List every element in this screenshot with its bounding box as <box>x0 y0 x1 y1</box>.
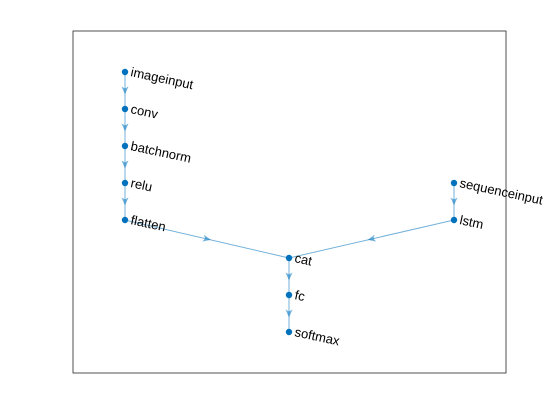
edge-arrow-lstm-to-cat <box>367 234 377 242</box>
edge-arrow-cat-to-fc <box>285 272 293 281</box>
node-label-lstm: lstm <box>458 212 484 232</box>
edge-arrow-batchnorm-to-relu <box>121 160 129 169</box>
graph-edges <box>121 72 458 332</box>
edge-arrow-flatten-to-cat <box>202 234 211 242</box>
node-lstm <box>450 216 458 224</box>
node-relu <box>121 179 129 187</box>
node-flatten <box>121 216 129 224</box>
node-label-relu: relu <box>129 175 153 194</box>
edge-arrow-imageinput-to-conv <box>121 86 129 95</box>
graph-nodes <box>121 68 458 336</box>
edge-arrow-conv-to-batchnorm <box>121 123 129 132</box>
node-batchnorm <box>121 142 129 150</box>
node-label-conv: conv <box>129 101 159 121</box>
edge-arrow-fc-to-softmax <box>285 309 293 318</box>
node-label-cat: cat <box>293 250 313 268</box>
node-fc <box>285 291 293 299</box>
node-conv <box>121 105 129 113</box>
node-sequenceinput <box>450 179 458 187</box>
node-softmax <box>285 328 293 336</box>
node-imageinput <box>121 68 129 76</box>
node-cat <box>285 254 293 262</box>
edge-arrow-relu-to-flatten <box>121 197 129 206</box>
node-label-fc: fc <box>293 287 306 304</box>
node-label-flatten: flatten <box>129 212 167 234</box>
edge-arrow-sequenceinput-to-lstm <box>450 197 458 206</box>
